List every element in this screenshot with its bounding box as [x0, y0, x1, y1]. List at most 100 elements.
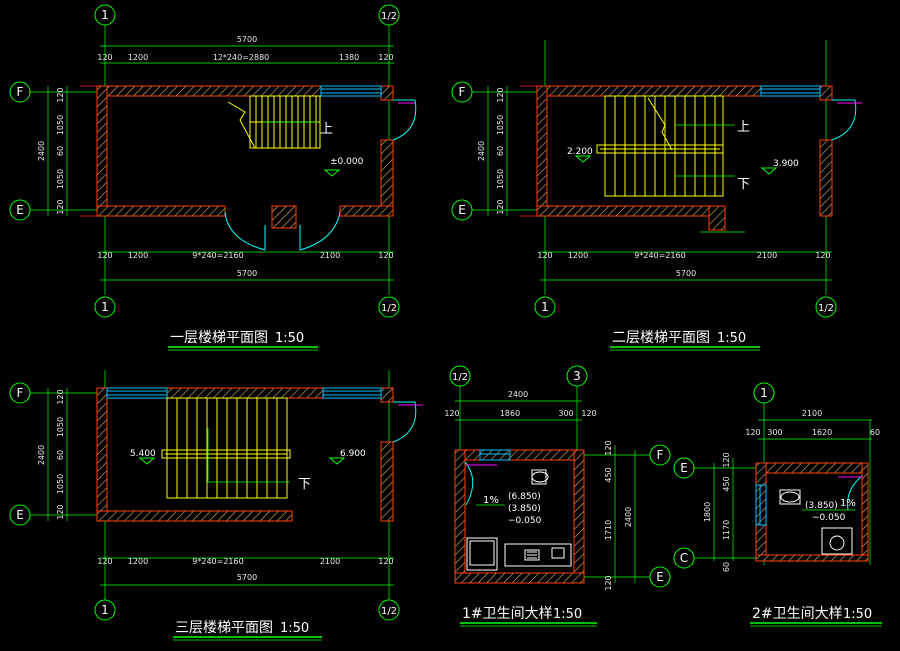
plan1-left-seg-1: 1050 — [56, 115, 65, 135]
svg-text:120: 120 — [496, 199, 505, 214]
toilet2-toilet-icon — [779, 489, 801, 505]
toilet1-axis-top-2: 3 — [566, 365, 588, 387]
plan3-stairs — [161, 397, 291, 499]
svg-text:2100: 2100 — [320, 557, 340, 566]
toilet2-walls — [755, 462, 869, 562]
plan3-door — [392, 401, 417, 443]
toilet1-slope: 1% — [483, 495, 499, 506]
svg-text:1: 1 — [101, 603, 109, 617]
plan1-axis-bottom-2: 1/2 — [378, 296, 400, 318]
plan2-axis-bottom-2: 1/2 — [815, 296, 837, 318]
svg-text:1200: 1200 — [128, 557, 148, 566]
svg-text:300: 300 — [558, 409, 573, 418]
svg-text:1170: 1170 — [722, 520, 731, 540]
plan1-window — [320, 85, 382, 97]
svg-text:1: 1 — [541, 300, 549, 314]
plan2-stairs — [596, 95, 724, 197]
toilet2-group: 1 2100 120 300 1620 60 (3.850) — [673, 382, 882, 627]
svg-text:450: 450 — [722, 476, 731, 491]
svg-text:E: E — [16, 508, 24, 522]
svg-text:E: E — [656, 570, 664, 584]
plan1-left-total: 2400 — [37, 141, 46, 161]
svg-text:E: E — [458, 203, 466, 217]
plan1-top-total: 5700 — [237, 35, 257, 44]
plan3-axis-bottom-1: 1 — [94, 599, 116, 621]
plan1-top-seg-4: 120 — [378, 53, 393, 62]
plan2-axis-left-F: F — [451, 81, 473, 103]
svg-text:1200: 1200 — [568, 251, 588, 260]
svg-text:1710: 1710 — [604, 520, 613, 540]
svg-text:60: 60 — [496, 146, 505, 156]
plan1-top-seg-1: 1200 — [128, 53, 148, 62]
toilet1-elev-c: −0.050 — [508, 516, 542, 526]
svg-text:120: 120 — [378, 557, 393, 566]
toilet2-sink-icon — [821, 527, 853, 555]
plan3-down-label: 下 — [298, 477, 311, 492]
plan1-up-label: 上 — [320, 122, 333, 137]
plan1-bottom-seg-1: 1200 — [128, 251, 148, 260]
svg-text:1/2: 1/2 — [381, 606, 397, 617]
svg-text:120: 120 — [56, 504, 65, 519]
plan1-axis-bottom-1: 1 — [94, 296, 116, 318]
toilet1-sink-icon — [466, 537, 498, 571]
plan1-left-seg-3: 1050 — [56, 169, 65, 189]
plan1-axis-left-F: F — [9, 81, 31, 103]
plan2-group: F E 2400 120 1050 60 1050 120 — [451, 40, 862, 351]
svg-text:E: E — [680, 461, 688, 475]
plan1-axis-top-1: 1 — [94, 4, 116, 26]
toilet1-toilet-icon — [531, 469, 549, 485]
svg-text:120: 120 — [581, 409, 596, 418]
plan1-left-seg-4: 120 — [56, 199, 65, 214]
plan3-bottom-total: 5700 — [237, 573, 257, 582]
plan2-door — [831, 99, 857, 141]
toilet2-axis-top-1: 1 — [753, 382, 775, 404]
plan2-axis-bottom-1: 1 — [534, 296, 556, 318]
svg-text:120: 120 — [745, 428, 760, 437]
svg-text:60: 60 — [722, 562, 731, 572]
plan3-title: 三层楼梯平面图 — [175, 620, 273, 636]
plan1-scale: 1:50 — [275, 331, 304, 346]
plan2-title: 二层楼梯平面图 — [612, 330, 710, 346]
toilet2-elev-a: (3.850) — [805, 501, 838, 511]
svg-text:9*240=2160: 9*240=2160 — [634, 251, 685, 260]
svg-text:60: 60 — [56, 450, 65, 460]
svg-text:1050: 1050 — [56, 417, 65, 437]
plan3-floor-elevation: 6.900 — [340, 449, 366, 459]
plan1-bottom-seg-2: 9*240=2160 — [192, 251, 243, 260]
toilet1-scale: 1:50 — [553, 607, 582, 622]
svg-text:1: 1 — [760, 386, 768, 400]
toilet1-door — [464, 461, 474, 506]
svg-text:120: 120 — [604, 440, 613, 455]
toilet2-left-total: 1800 — [703, 502, 712, 522]
svg-text:1050: 1050 — [496, 169, 505, 189]
svg-text:450: 450 — [604, 467, 613, 482]
toilet2-door — [847, 475, 863, 511]
toilet1-axis-top-1: 1/2 — [449, 365, 471, 387]
plan1-bottom-seg-0: 120 — [97, 251, 112, 260]
plan3-scale: 1:50 — [280, 621, 309, 636]
plan3-group: F E 2400 120 1050 60 1050 120 — [9, 370, 423, 641]
toilet1-axis-right-E: E — [649, 566, 671, 588]
plan1-elevation: ±0.000 — [330, 157, 364, 167]
svg-text:1/2: 1/2 — [452, 372, 468, 383]
svg-text:1050: 1050 — [56, 474, 65, 494]
svg-text:1050: 1050 — [496, 115, 505, 135]
plan1-door-bottom-left — [224, 211, 266, 251]
toilet1-counter — [504, 543, 572, 567]
toilet2-axis-left-C: C — [673, 547, 695, 569]
plan3-window-right — [322, 387, 382, 399]
toilet1-elev-a: (6.850) — [508, 492, 541, 502]
plan1-axis-top-2: 1/2 — [378, 4, 400, 26]
plan2-up-label: 上 — [737, 120, 750, 135]
svg-text:F: F — [17, 85, 24, 99]
toilet2-elev-b: −0.050 — [812, 513, 846, 523]
toilet1-elev-b: (3.850) — [508, 504, 541, 514]
toilet1-title: 1#卫生间大样 — [462, 606, 553, 622]
plan1-bottom-total: 5700 — [237, 269, 257, 278]
svg-text:1620: 1620 — [812, 428, 832, 437]
svg-text:9*240=2160: 9*240=2160 — [192, 557, 243, 566]
plan1-bottom-seg-4: 120 — [378, 251, 393, 260]
svg-text:120: 120 — [56, 389, 65, 404]
svg-text:1/2: 1/2 — [818, 303, 834, 314]
